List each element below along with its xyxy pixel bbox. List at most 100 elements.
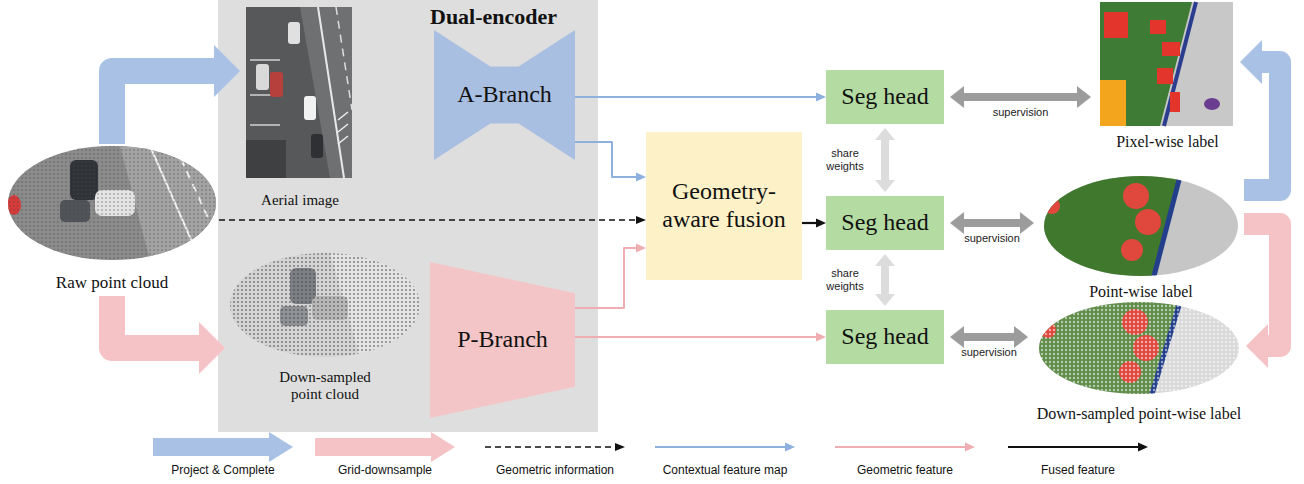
legend-sample [1008,443,1148,452]
connector-line [485,446,616,448]
arrowhead [636,244,646,253]
building-class [1100,80,1126,126]
arrowhead [785,443,795,452]
edge-label: share weights [819,267,871,293]
connector [1244,224,1280,368]
point-label-picture [1044,176,1238,276]
connector [950,86,1091,108]
connector-line [881,139,889,181]
car [304,96,316,120]
car-class [1135,209,1161,235]
arrowhead [1240,40,1262,84]
caption: Raw point cloud [56,273,168,293]
arrowhead [1138,443,1148,452]
arrowhead [431,432,455,462]
arrowhead [950,326,964,348]
pixel-label-picture [1100,2,1233,126]
connector [950,212,1034,234]
connector-line [963,219,1022,227]
box-label: Seg head [841,323,928,351]
box-label: P-Branch [457,326,548,354]
car [270,72,283,97]
point-texture [1039,302,1239,394]
connector-line [219,219,637,221]
arrowhead [615,443,625,451]
arrowhead [1246,324,1268,368]
ground-class [1044,176,1238,276]
lane-line [336,7,352,110]
encoder-panel-ground [218,0,598,432]
legend-text: Geometric feature [820,463,990,477]
connector [875,254,895,306]
box-label: Seg head [841,83,928,111]
label-node: Down-sampled point-wise label [1032,300,1246,424]
arrowhead [1020,212,1034,234]
car-class [1162,42,1180,56]
legend-sample [315,432,455,462]
encoder-branch: P-Branch [430,262,575,418]
connector [875,128,895,192]
raw-point-cloud-picture [7,146,216,260]
encoder-panel: Dual-encoderAerial image A-BranchDown-sam… [218,0,598,432]
arrowhead [1077,86,1091,108]
legend-sample [835,443,975,452]
aerial-photo [246,7,352,178]
edge-label: supervision [939,346,1039,359]
connector [575,333,826,342]
encoder-branch: A-Branch [434,30,575,160]
building [246,140,286,178]
branch-outline [434,30,575,160]
arrowhead [875,294,895,306]
panel-title: Dual-encoder [430,4,557,29]
connector [575,142,646,182]
box-label: Geometry-aware fusion [652,178,796,233]
ground [8,146,216,260]
connector-line [112,71,217,144]
label-node: Pixel-wise label [1095,0,1240,152]
point-cloud-node: Raw point cloud [5,144,219,294]
connector [112,45,240,144]
connector [575,93,826,102]
connector-line [881,265,889,295]
caption: Aerial image [261,192,339,209]
car-class [1044,198,1060,214]
caption: Point-wise label [1089,283,1193,301]
car [256,64,269,90]
arrowhead [269,432,293,462]
box-label: Seg head [841,209,928,237]
connector-line [1008,446,1139,448]
connector-line [963,93,1079,101]
ground [230,253,420,357]
car-class [1157,68,1173,84]
caption: Pixel-wise label [1116,133,1219,151]
connector [219,216,646,224]
car-class [1123,183,1149,209]
legend-text: Fused feature [993,463,1163,477]
arrowhead [636,173,646,182]
arrowhead [214,45,240,97]
legend-sample [655,443,795,452]
connector-line [112,296,202,348]
car-class [1150,20,1166,34]
connector-line [802,222,817,224]
connector-line [315,438,433,456]
caption: Down-sampled point cloud [265,369,385,404]
connector-line [835,446,966,448]
connector [950,326,1028,348]
seg-head-box: Seg head [826,196,944,250]
connector-line [153,438,271,456]
car [311,134,323,158]
arrowhead [199,322,225,374]
legend-text: Project & Complete [138,463,308,477]
caption: Down-sampled point-wise label [1037,405,1241,423]
label-node: Point-wise label [1038,172,1244,302]
legend-sample [153,432,293,462]
arrowhead [875,128,895,140]
seg-head-box: Seg head [826,70,944,124]
arrowhead [636,216,646,224]
connector [1240,40,1280,190]
connector [802,219,826,228]
legend-text: Geometric information [470,463,640,477]
arrowhead [950,86,964,108]
